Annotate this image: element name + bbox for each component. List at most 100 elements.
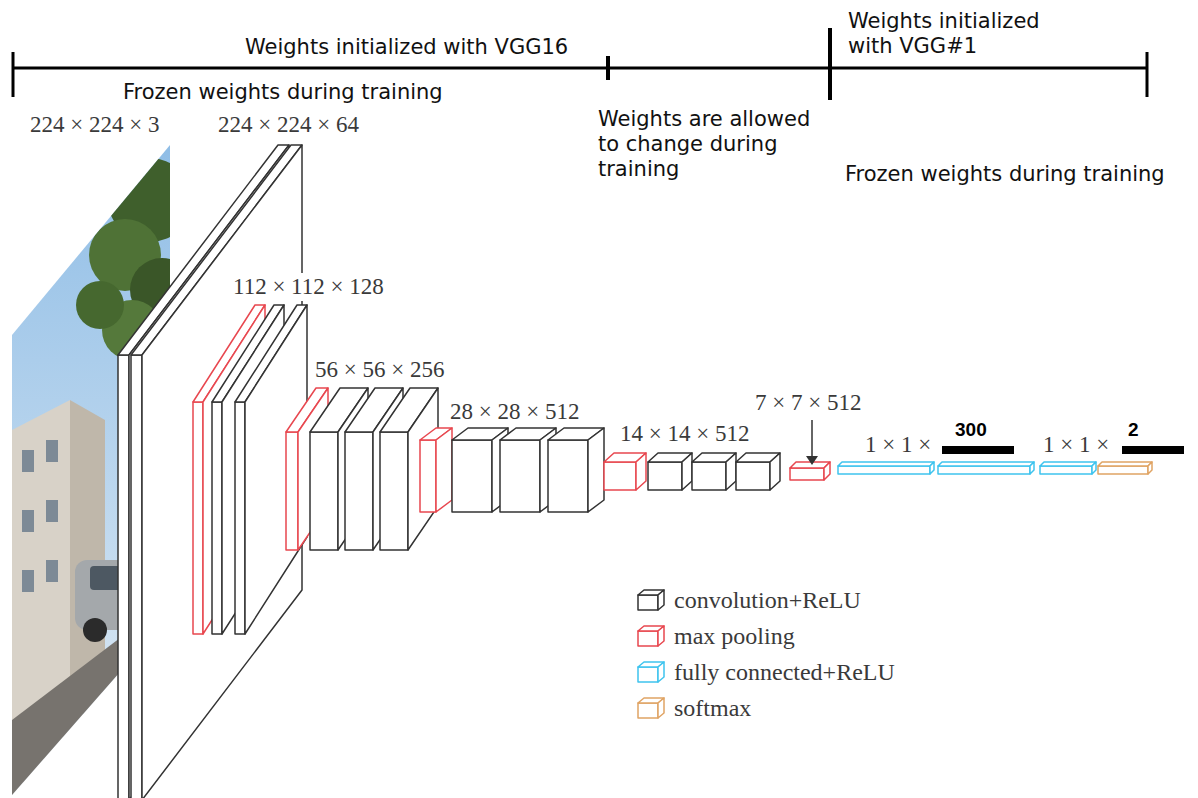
block-face [310, 432, 338, 550]
replacement-number: 300 [955, 419, 987, 442]
layer-blocks [118, 145, 1152, 798]
training-note: Frozen weights during training [123, 80, 443, 105]
block-face [1092, 462, 1096, 474]
replacement-number: 2 [1128, 419, 1139, 442]
block-face [452, 440, 492, 512]
block-face [790, 468, 824, 480]
timeline-tick [12, 52, 15, 97]
block-face [682, 453, 692, 490]
block-face [692, 462, 726, 490]
layer-block [736, 453, 780, 490]
stage-label: Weights initialized with VGG#1 [848, 9, 1063, 59]
dimension-label: 14 × 14 × 512 [617, 420, 752, 448]
block-face [838, 462, 934, 466]
legend-row: convolution+ReLU [636, 582, 895, 618]
block-face [380, 432, 408, 550]
block-face [1098, 466, 1148, 474]
swatch-face [638, 631, 658, 646]
layer-block [420, 428, 452, 512]
strike-bar [942, 446, 1014, 454]
block-face [838, 466, 930, 474]
photo-window [46, 440, 58, 462]
swatch-face [638, 703, 658, 718]
legend-swatch [636, 696, 666, 720]
block-face [726, 453, 736, 490]
block-face [436, 428, 452, 512]
legend-label: softmax [674, 695, 751, 722]
dimension-label: 7 × 7 × 512 [752, 389, 864, 417]
dimension-label: 1 × 1 × [862, 431, 934, 459]
layer-block [235, 305, 307, 634]
photo-window [22, 510, 34, 532]
layer-block [604, 453, 646, 490]
layer-block [838, 462, 934, 474]
swatch-face [638, 595, 658, 610]
photo-window [22, 570, 34, 592]
swatch-face [658, 698, 664, 718]
block-face [648, 462, 682, 490]
block-face [118, 355, 129, 798]
timeline-tick [606, 56, 610, 80]
block-face [420, 440, 436, 512]
block-face [548, 440, 588, 512]
block-face [1040, 462, 1096, 466]
layer-block [548, 428, 604, 512]
pointer-arrow [811, 420, 813, 457]
block-face [408, 388, 438, 550]
block-face [938, 462, 1034, 466]
timeline-tick [828, 28, 832, 100]
block-face [1148, 462, 1152, 474]
block-face [212, 402, 222, 634]
photo-window [46, 560, 58, 582]
block-face [736, 462, 770, 490]
layer-block [1040, 462, 1096, 474]
legend-swatch [636, 624, 666, 648]
block-face [131, 355, 142, 798]
legend-row: softmax [636, 690, 895, 726]
block-face [1040, 466, 1092, 474]
training-note: Weights are allowed to change during tra… [598, 107, 826, 183]
photo-window [22, 450, 34, 472]
pointer-arrowhead [806, 456, 818, 465]
layer-block [648, 453, 692, 490]
dimension-label: 224 × 224 × 3 [27, 111, 162, 139]
layer-block [692, 453, 736, 490]
strike-bar [1122, 446, 1184, 454]
legend: convolution+ReLU max pooling fully connect… [636, 582, 895, 726]
training-note: Frozen weights during training [845, 162, 1165, 187]
legend-swatch [636, 588, 666, 612]
legend-row: max pooling [636, 618, 895, 654]
timeline-bar [12, 67, 1148, 70]
layer-block [1098, 462, 1152, 474]
block-face [824, 462, 830, 480]
block-face [235, 402, 245, 634]
photo-wheel [83, 618, 107, 642]
timeline-tick [1146, 52, 1149, 97]
block-face [286, 432, 298, 550]
dimension-label: 224 × 224 × 64 [215, 111, 362, 139]
legend-label: max pooling [674, 623, 795, 650]
dimension-label: 56 × 56 × 256 [312, 356, 447, 384]
block-face [500, 440, 540, 512]
block-face [604, 462, 636, 490]
swatch-face [658, 662, 664, 682]
dimension-label: 28 × 28 × 512 [447, 398, 582, 426]
legend-label: convolution+ReLU [674, 587, 861, 614]
swatch-face [658, 626, 664, 646]
layer-block [938, 462, 1034, 474]
layer-block [790, 462, 830, 480]
legend-swatch [636, 660, 666, 684]
block-face [770, 453, 780, 490]
photo-window [46, 500, 58, 522]
photo-tree [76, 281, 124, 329]
photo-building [12, 400, 70, 720]
layer-block [380, 388, 438, 550]
dimension-label: 112 × 112 × 128 [230, 273, 387, 301]
block-face [636, 453, 646, 490]
swatch-face [658, 590, 664, 610]
legend-label: fully connected+ReLU [674, 659, 895, 686]
stage-label: Weights initialized with VGG16 [245, 35, 568, 60]
block-face [938, 466, 1030, 474]
block-face [1030, 462, 1034, 474]
